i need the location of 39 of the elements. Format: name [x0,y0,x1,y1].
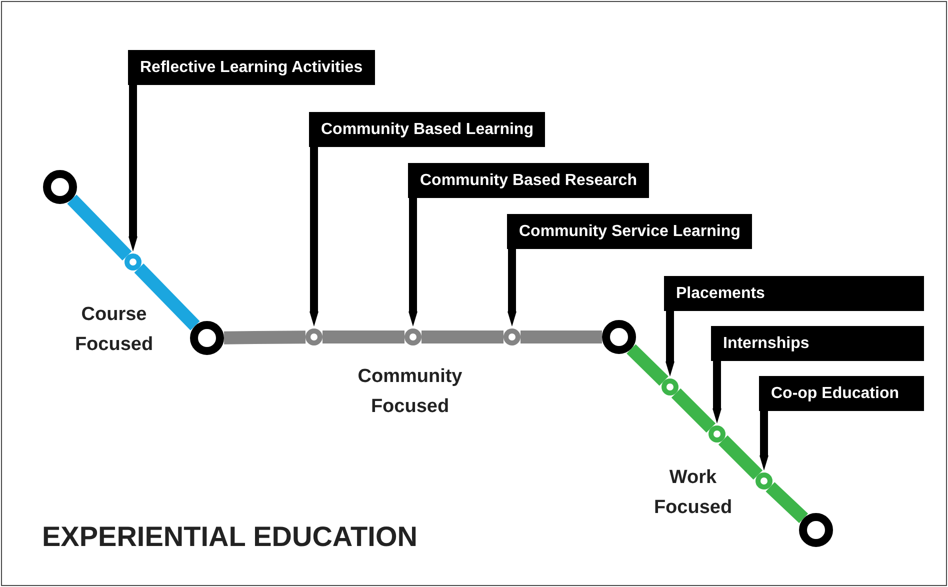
stop-dot [662,378,678,396]
route-line [520,330,602,344]
callout-flag: Internships [711,326,924,361]
stop-dot [306,328,322,346]
route-line [626,344,668,386]
segment-label: Work Focused [652,466,734,520]
callout-flag: Community Service Learning [507,214,752,249]
callout-flag: Co-op Education [759,376,924,411]
stop-dot [756,472,772,490]
callout-flag: Reflective Learning Activities [128,50,375,85]
terminal-station [799,513,833,547]
route-line [422,330,504,344]
route-line [671,388,716,433]
route-line [766,482,808,524]
route-line [322,330,404,344]
pointer-line [508,249,516,326]
callout-flag: Community Based Learning [309,112,546,147]
terminal-station [602,320,636,354]
route-line [67,194,132,260]
pointer-line [760,411,768,470]
stop-dot [124,254,142,270]
callout-flag: Community Based Research [408,163,649,198]
title: EXPERIENTIAL EDUCATION [42,521,418,553]
pointer-line [666,311,674,376]
segment-label: Community Focused [356,365,464,419]
terminal-station [190,321,224,355]
stop-dot [404,328,422,346]
callout-flag: Placements [664,276,924,311]
pointer-line [128,85,138,252]
route-line [134,264,200,330]
pointer-line [712,361,722,424]
terminal-station [43,170,77,204]
route-line [718,435,763,480]
pointer-line [408,198,418,326]
segment-label: Course Focused [74,303,154,357]
route-line [224,330,306,344]
pointer-line [310,147,318,326]
stop-dot [708,426,726,442]
stop-dot [504,328,520,346]
